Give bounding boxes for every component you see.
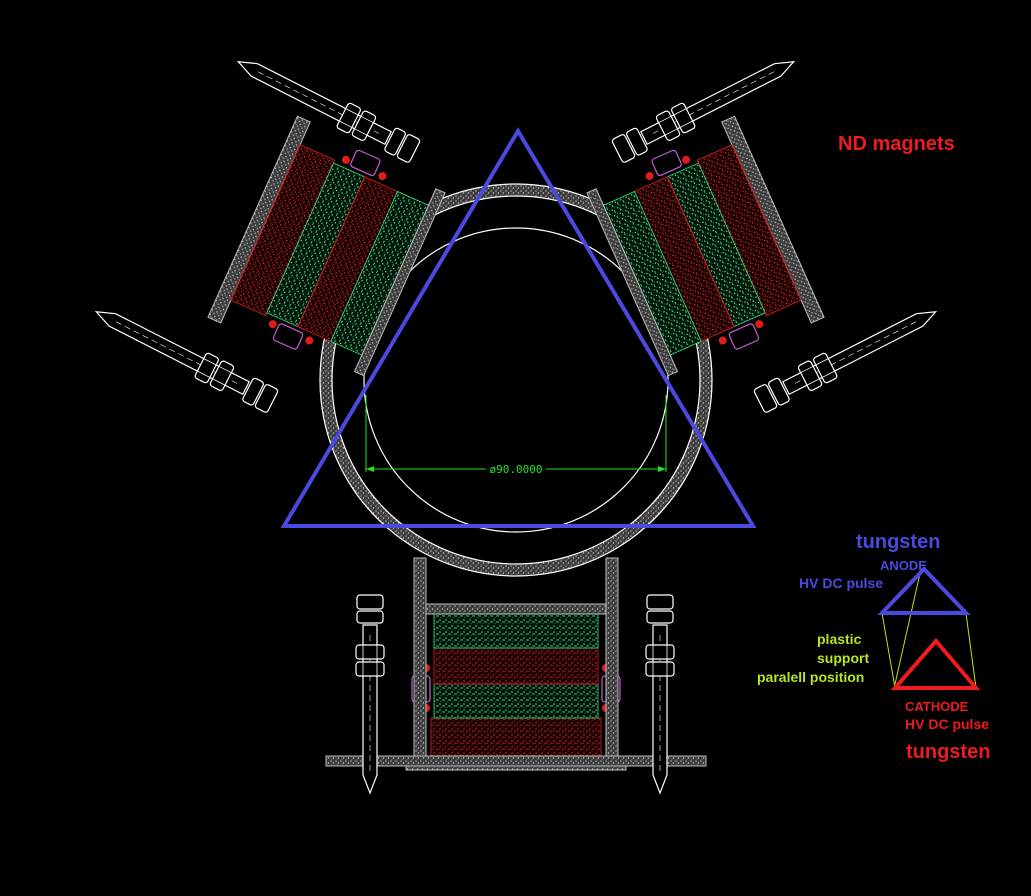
magnets-label: ND magnets (838, 133, 955, 155)
anode-pulse-label: HV DC pulse (799, 575, 883, 591)
diameter-dimension: ø90.0000 (365, 395, 667, 476)
cathode-pulse-label: HV DC pulse (905, 716, 989, 732)
anode-title-label: ANODE (880, 558, 927, 573)
anode-material-label: tungsten (856, 531, 940, 553)
diameter-dimension-text: ø90.0000 (490, 463, 543, 476)
bolt-upper-right-1 (610, 48, 801, 165)
support-label-line3: paralell position (757, 669, 864, 685)
anode-triangle (280, 127, 757, 528)
cathode-icon (890, 637, 981, 690)
anode-icon (877, 566, 971, 615)
bolt-upper-left-1 (231, 48, 422, 165)
magnet-module-bottom (405, 603, 627, 771)
support-label-line1: plastic (817, 631, 862, 647)
bottom-frame (325, 557, 707, 767)
support-label-line2: support (817, 650, 869, 666)
cathode-title-label: CATHODE (905, 699, 969, 714)
cathode-material-label: tungsten (906, 741, 990, 763)
bolt-upper-right-2 (752, 298, 943, 415)
bolt-upper-left-2 (89, 298, 280, 415)
electrode-legend (877, 566, 981, 690)
